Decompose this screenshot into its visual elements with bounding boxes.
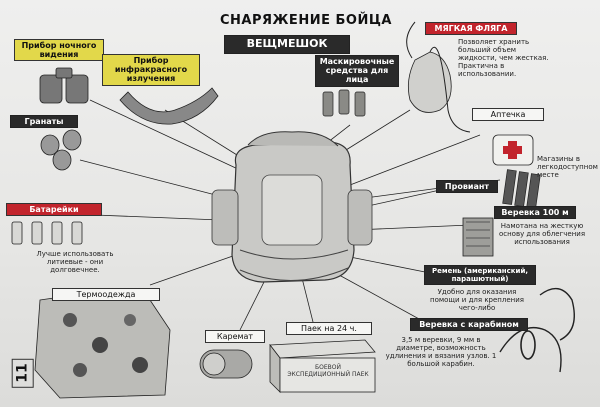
label-batteries: Батарейки [6, 203, 102, 217]
belt-note: Удобно для оказания помощи и для креплен… [430, 288, 524, 313]
rope100-note: Намотана на жесткую основу для облегчени… [498, 222, 586, 247]
label-grenades: Гранаты [10, 115, 78, 129]
label-face-camo: Маскировочные средства для лица [315, 55, 399, 87]
label-rope100: Веревка 100 м [494, 206, 576, 220]
rope-carabiner-illustration [499, 287, 575, 373]
batteries-illustration [11, 221, 83, 245]
magazines-note: Магазины в легкодоступном месте [537, 155, 598, 180]
flask-illustration [406, 21, 471, 133]
label-infrared: Прибор инфракрасного излучения [102, 54, 200, 86]
label-thermal: Термоодежда [52, 288, 160, 302]
rope-coil-illustration [462, 217, 494, 257]
binoculars-illustration [39, 67, 89, 104]
page-number: 11 [11, 358, 34, 388]
face-camo-illustration [322, 89, 366, 117]
label-night-vision: Прибор ночного видения [14, 39, 104, 62]
label-first-aid: Аптечка [472, 108, 544, 122]
label-karemat: Каремат [205, 330, 265, 344]
backpack-illustration [211, 131, 373, 283]
magazines-illustration [502, 169, 541, 209]
ration-box-illustration [269, 339, 376, 393]
page-title: СНАРЯЖЕНИЕ БОЙЦА [220, 13, 392, 28]
rope-carabiner-note: 3,5 м веревки, 9 мм в диаметре, возможно… [385, 336, 497, 369]
ration-box-text: БОЕВОЙ ЭКСПЕДИЦИОННЫЙ ПАЕК [287, 364, 369, 378]
first-aid-illustration [492, 134, 534, 166]
label-belt: Ремень (американский, парашютный) [424, 265, 536, 286]
infrared-device-illustration [119, 87, 219, 125]
batteries-note: Лучше использовать литиевые - они долгов… [36, 250, 114, 275]
label-flask: МЯГКАЯ ФЛЯГА [425, 22, 517, 36]
grenades-illustration [40, 129, 82, 171]
label-ration: Паек на 24 ч. [286, 322, 372, 336]
center-label: ВЕЩМЕШОК [224, 35, 350, 54]
flask-note: Позволяет хранить больший объем жидкости… [458, 38, 549, 79]
label-rope-carabiner: Веревка с карабином [410, 318, 528, 332]
label-provisions: Провиант [436, 180, 498, 194]
thermal-clothing-illustration [34, 291, 171, 399]
karemat-illustration [199, 349, 253, 379]
